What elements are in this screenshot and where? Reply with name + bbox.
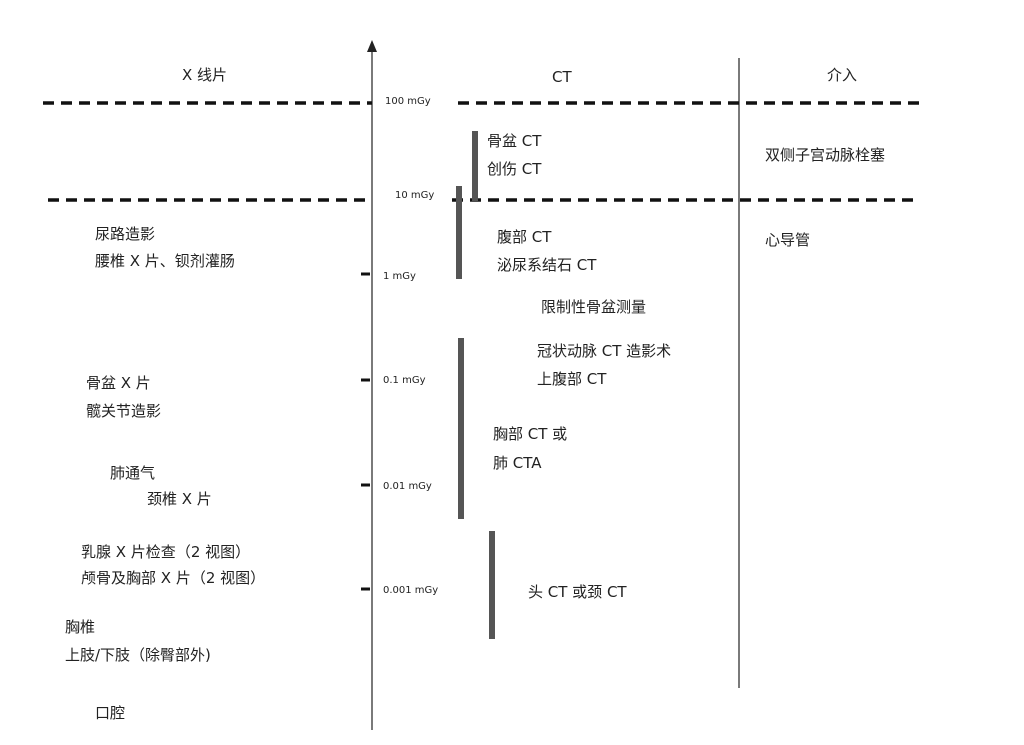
xray-item: 髋关节造影 — [86, 402, 162, 420]
tick-label-0.01mgy: 0.01 mGy — [383, 481, 432, 492]
xray-item: 口腔 — [95, 704, 126, 722]
xray-item: 尿路造影 — [95, 225, 156, 243]
ct-item: 冠状动脉 CT 造影术 — [537, 342, 672, 360]
xray-item: 腰椎 X 片、钡剂灌肠 — [95, 252, 235, 270]
ct-item: 上腹部 CT — [537, 370, 607, 388]
range-bar-chest-ct — [458, 338, 464, 519]
xray-item: 上肢/下肢（除臀部外) — [65, 646, 211, 664]
xray-item: 骨盆 X 片 — [86, 374, 151, 392]
xray-item: 颅骨及胸部 X 片（2 视图） — [81, 569, 266, 587]
header-intervention: 介入 — [827, 66, 858, 84]
ct-item: 骨盆 CT — [487, 132, 542, 150]
tick-label-0.001mgy: 0.001 mGy — [383, 585, 439, 596]
tick-label-1mgy: 1 mGy — [383, 271, 416, 282]
axis-arrow-icon — [367, 40, 377, 52]
header-xray: X 线片 — [182, 66, 228, 84]
ct-item: 腹部 CT — [497, 228, 552, 246]
xray-item: 肺通气 — [110, 464, 156, 482]
xray-item: 乳腺 X 片检查（2 视图） — [81, 543, 251, 561]
tick-label-0.1mgy: 0.1 mGy — [383, 375, 426, 386]
xray-item: 颈椎 X 片 — [147, 490, 212, 508]
header-ct: CT — [552, 68, 572, 86]
xray-item: 胸椎 — [65, 618, 96, 636]
ct-item: 泌尿系结石 CT — [497, 256, 597, 274]
ct-item: 创伤 CT — [487, 160, 542, 178]
tick-label-10mgy: 10 mGy — [393, 190, 437, 201]
ct-item: 限制性骨盆测量 — [541, 298, 647, 316]
ct-item: 头 CT 或颈 CT — [528, 583, 627, 601]
intervention-item: 双侧子宫动脉栓塞 — [765, 146, 886, 164]
intervention-item: 心导管 — [765, 231, 811, 249]
range-bar-abdomen-ct — [456, 186, 462, 279]
ct-item: 胸部 CT 或 — [493, 425, 568, 443]
ct-item: 肺 CTA — [493, 454, 542, 472]
range-bar-pelvis-trauma-ct — [472, 131, 478, 201]
tick-label-100mgy: 100 mGy — [383, 96, 433, 107]
range-bar-head-neck-ct — [489, 531, 495, 639]
